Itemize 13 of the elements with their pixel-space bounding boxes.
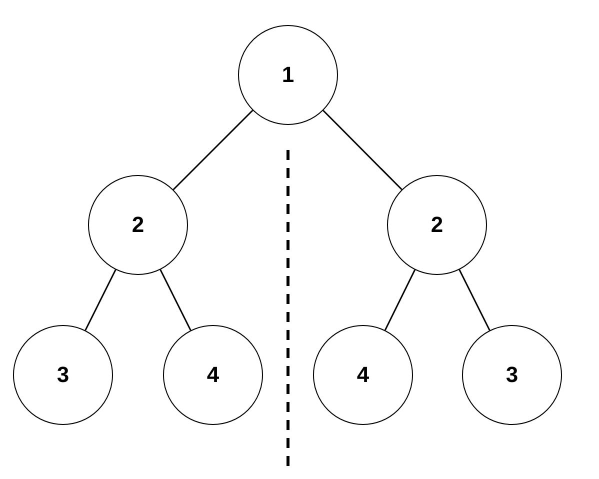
node-number: 3 <box>506 362 518 388</box>
connector-line <box>322 110 402 190</box>
connector-line <box>384 270 416 330</box>
node-number: 4 <box>206 362 220 388</box>
node-number: 3 <box>56 362 70 388</box>
node-number: 1 <box>282 62 294 88</box>
node-number: 2 <box>430 212 444 238</box>
connector-line <box>84 269 116 331</box>
connector-line <box>458 269 490 331</box>
connector-line <box>172 110 254 190</box>
node-number: 4 <box>356 362 370 388</box>
connector-line <box>160 269 192 331</box>
node-number: 2 <box>132 212 144 238</box>
